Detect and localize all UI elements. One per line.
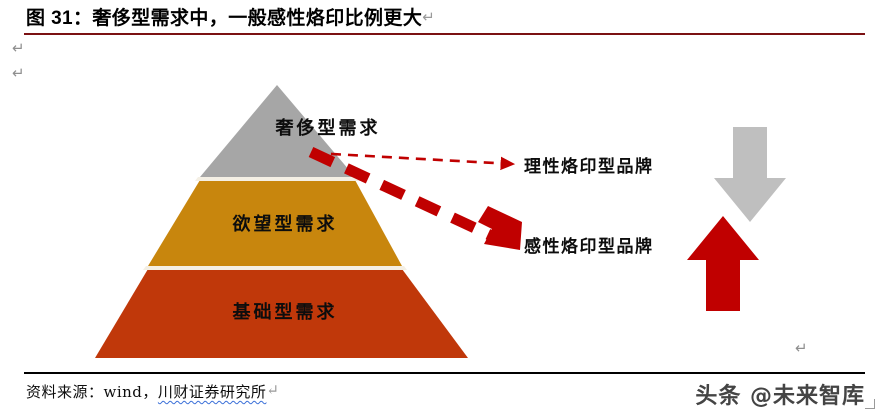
up-arrow-icon xyxy=(687,216,759,311)
demand-pyramid: 奢侈型需求 欲望型需求 基础型需求 xyxy=(80,80,490,365)
down-arrow-icon xyxy=(714,127,786,222)
corner-mark-icon xyxy=(865,399,875,409)
source-institution: 川财证券研究所 xyxy=(157,383,267,401)
title-return-mark: ↵ xyxy=(422,9,436,26)
source-return-mark: ↵ xyxy=(266,381,280,399)
source-prefix: 资料来源：wind， xyxy=(26,383,158,401)
label-emotional-brand: 感性烙印型品牌 xyxy=(524,237,654,257)
pyramid-label-luxury: 奢侈型需求 xyxy=(275,118,381,139)
return-mark-left-2: ↵ xyxy=(12,65,25,82)
pyramid-label-desire: 欲望型需求 xyxy=(232,214,338,235)
footer-divider xyxy=(24,372,865,374)
pyramid-tier-basic xyxy=(95,269,468,358)
watermark: 头条 @未来智库 xyxy=(695,384,865,409)
figure-title-text: 图 31：奢侈型需求中，一般感性烙印比例更大 xyxy=(26,8,423,29)
source-note: 资料来源：wind，川财证券研究所↵ xyxy=(26,381,280,402)
pyramid-label-basic: 基础型需求 xyxy=(232,302,338,323)
return-mark-left-1: ↵ xyxy=(12,40,25,57)
label-rational-brand: 理性烙印型品牌 xyxy=(524,157,654,177)
title-divider xyxy=(24,33,865,35)
return-mark-right-1: ↵ xyxy=(795,340,808,357)
page-title: 图 31：奢侈型需求中，一般感性烙印比例更大↵ xyxy=(26,6,435,31)
